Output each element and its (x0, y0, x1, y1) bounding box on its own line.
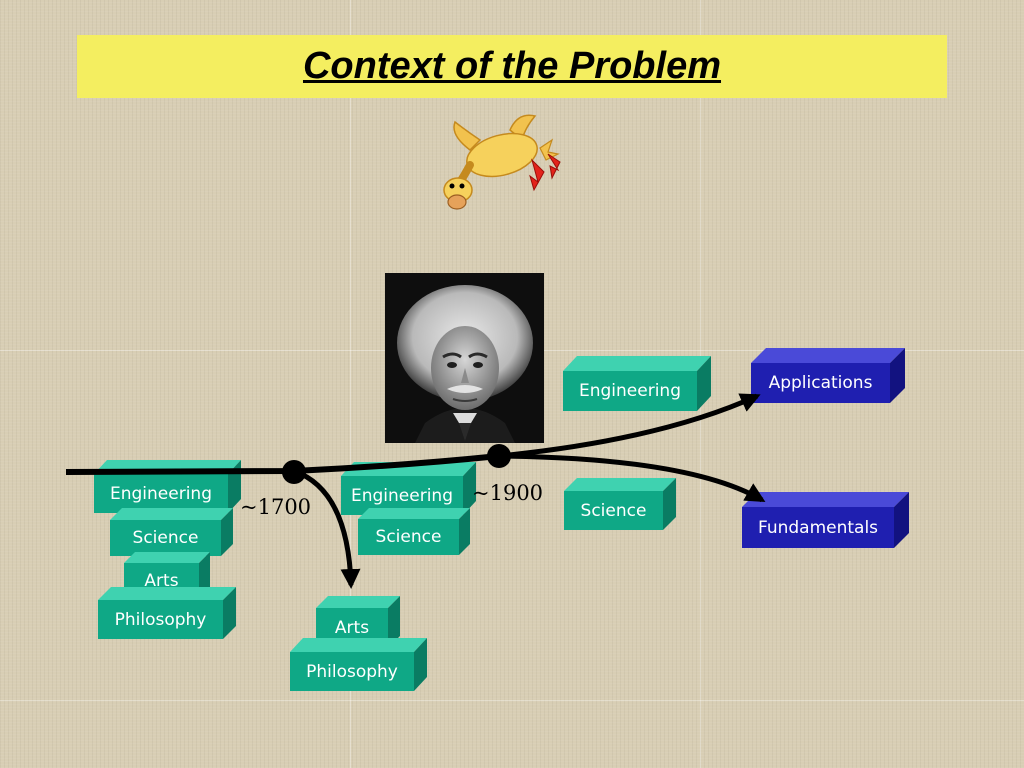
block-engineering-right: Engineering (563, 356, 711, 411)
block-label: Arts (334, 618, 370, 638)
block-science-right: Science (564, 478, 676, 530)
block-label: Philosophy (114, 609, 207, 630)
block-label: Engineering (110, 483, 212, 504)
background-grid-line (0, 700, 1024, 701)
arrow-to-fundamentals (498, 453, 766, 503)
slide-title: Context of the Problem (302, 45, 722, 87)
block-label: Arts (144, 571, 179, 591)
block-fundamentals: Fundamentals (742, 492, 909, 548)
einstein-portrait (385, 273, 544, 443)
block-label: Philosophy (306, 661, 398, 682)
block-label: Fundamentals (757, 517, 879, 538)
block-philosophy-branch: Philosophy (290, 638, 427, 691)
year-label-1900: ~1900 (472, 481, 544, 505)
year-label-1700: ~1700 (240, 495, 312, 519)
timeline-node-1700 (282, 460, 306, 484)
block-label: Engineering (351, 485, 453, 506)
block-applications: Applications (751, 348, 905, 403)
timeline-node-1900 (487, 444, 511, 468)
block-label: Engineering (579, 381, 681, 401)
background-grid-line (350, 0, 351, 768)
block-label: Science (580, 500, 647, 521)
block-philosophy-left: Philosophy (98, 587, 236, 639)
block-label: Science (132, 528, 199, 548)
branch-arrow-down (293, 468, 361, 589)
title-banner: Context of the Problem (77, 35, 947, 98)
falling-duck-icon (443, 114, 561, 210)
block-science-middle: Science (358, 508, 470, 555)
arrow-to-applications (498, 393, 761, 459)
timeline-main-line (65, 453, 500, 475)
block-label: Science (375, 527, 442, 547)
block-science-left: Science (110, 508, 233, 556)
block-label: Applications (768, 373, 873, 393)
